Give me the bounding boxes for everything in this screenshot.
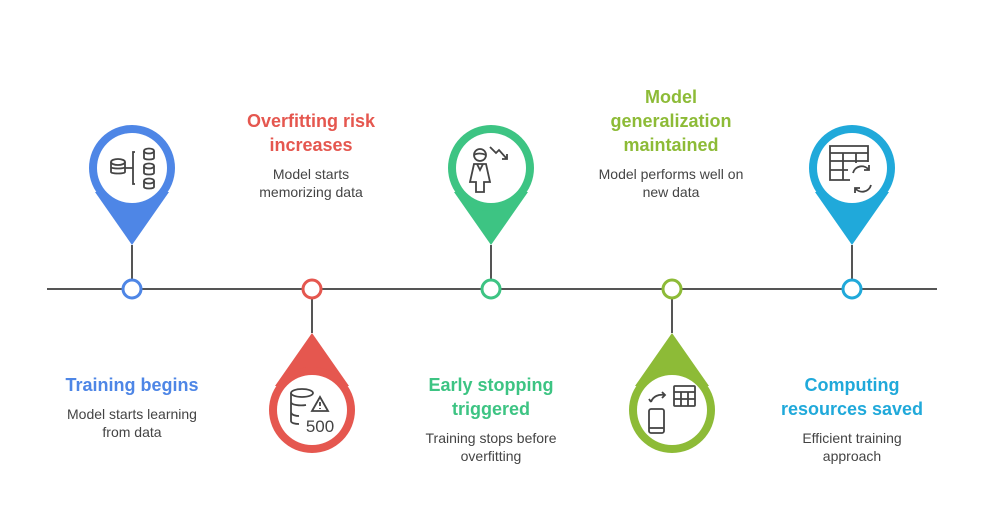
pin-training-begins xyxy=(89,125,175,300)
timeline-node xyxy=(121,278,143,300)
event-title: Early stopping triggered xyxy=(428,375,554,419)
event-training-begins: Training begins Model starts learning fr… xyxy=(32,373,232,441)
device-sync-table-icon xyxy=(648,385,696,434)
event-description: Training stops before overfitting xyxy=(425,430,557,464)
event-description: Model starts memorizing data xyxy=(259,166,363,200)
person-trend-down-icon xyxy=(468,146,508,193)
table-refresh-icon xyxy=(829,145,872,193)
event-generalization: Model generalization maintained Model pe… xyxy=(571,85,771,201)
database-hierarchy-icon xyxy=(110,147,155,190)
event-computing-resources: Computing resources saved Efficient trai… xyxy=(752,373,952,465)
pin-computing-resources xyxy=(809,125,895,300)
database-warning-500-icon xyxy=(290,388,330,425)
event-title: Model generalization maintained xyxy=(610,87,732,155)
event-title: Overfitting risk increases xyxy=(246,111,376,155)
event-description: Model starts learning from data xyxy=(67,406,197,440)
event-overfitting-risk: Overfitting risk increases Model starts … xyxy=(211,109,411,201)
event-description: Model performs well on new data xyxy=(598,166,744,200)
pin-overfitting-risk: 500 xyxy=(269,278,355,453)
timeline-node xyxy=(661,278,683,300)
event-title: Training begins xyxy=(65,375,199,395)
timeline-node xyxy=(841,278,863,300)
event-description: Efficient training approach xyxy=(802,430,902,464)
pin-early-stopping xyxy=(448,125,534,300)
event-early-stopping: Early stopping triggered Training stops … xyxy=(391,373,591,465)
timeline-node xyxy=(301,278,323,300)
timeline-node xyxy=(480,278,502,300)
pin-generalization xyxy=(629,278,715,453)
event-title: Computing resources saved xyxy=(780,375,924,419)
icon-500-label: 500 xyxy=(306,417,334,436)
